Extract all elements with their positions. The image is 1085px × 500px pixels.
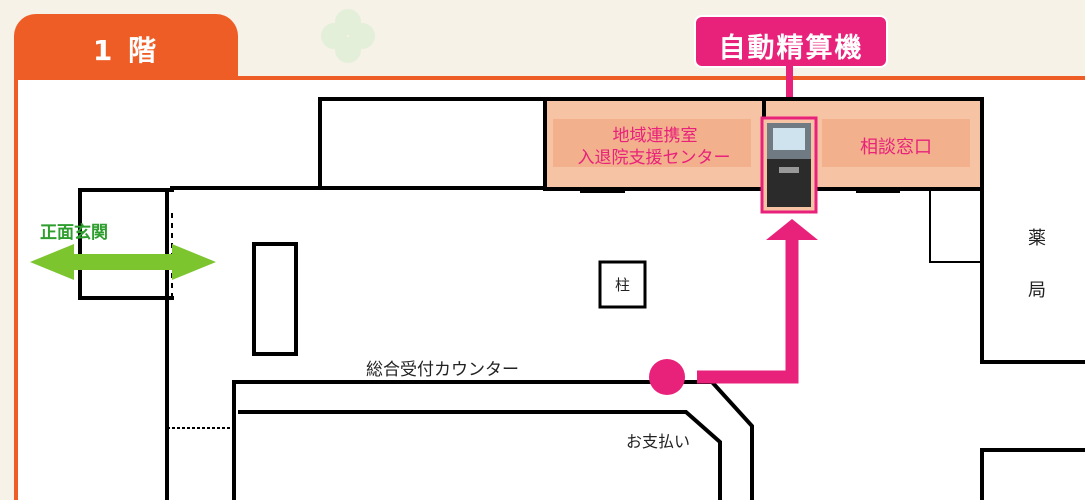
pharmacy-label-2: 局 <box>1028 280 1046 301</box>
main-entrance-label: 正面玄関 <box>40 223 108 243</box>
floor-tab: 1 階 <box>14 14 238 78</box>
community-office-room <box>553 119 751 167</box>
header-rule <box>14 76 1085 80</box>
payment-machine-icon <box>760 116 818 214</box>
pharmacy-label-1: 薬 <box>1028 228 1046 249</box>
consultation-label: 相談窓口 <box>860 137 932 158</box>
payment-counter-label: お支払い <box>626 432 691 451</box>
pillar-box <box>598 260 647 309</box>
payment-machine-label: 自動精算機 <box>718 33 864 64</box>
double-arrow-icon <box>30 244 216 280</box>
consultation-room <box>822 119 970 167</box>
pillar-label: 柱 <box>614 276 630 294</box>
admission-center-label: 入退院支援センター <box>577 148 731 168</box>
floor-label: 1 階 <box>92 34 160 67</box>
clover-icon <box>321 9 375 63</box>
community-office-label: 地域連携室 <box>612 126 698 146</box>
left-column <box>252 242 298 356</box>
reception-counter-label: 総合受付カウンター <box>366 360 519 380</box>
route-arrow-icon <box>649 219 818 395</box>
